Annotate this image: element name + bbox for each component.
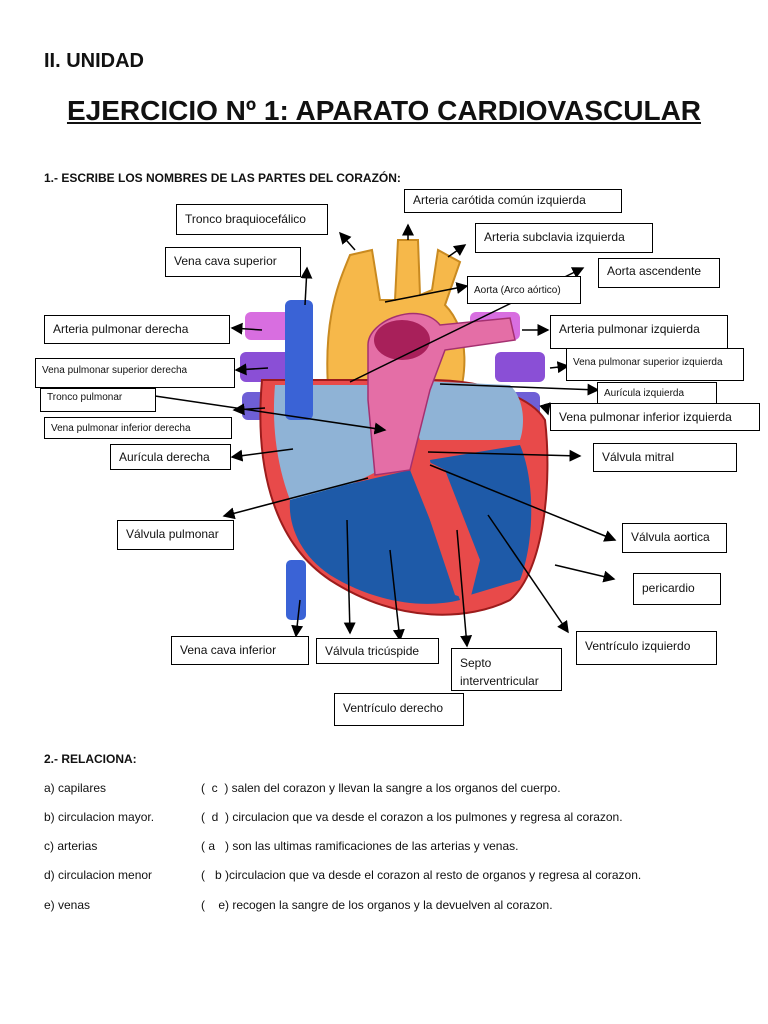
heart-diagram bbox=[154, 223, 617, 648]
label-vena-cava-inferior: Vena cava inferior bbox=[171, 636, 309, 665]
label-ventriculo-derecho: Ventrículo derecho bbox=[334, 693, 464, 726]
vena-cava-inferior-shape bbox=[286, 560, 306, 620]
question-2-heading: 2.- RELACIONA: bbox=[44, 752, 137, 766]
label-arteria-pulmonar-izquierda: Arteria pulmonar izquierda bbox=[550, 315, 728, 349]
label-arteria-pulmonar-derecha: Arteria pulmonar derecha bbox=[44, 315, 230, 344]
relaciona-row: a) capilares ( c ) salen del corazon y l… bbox=[0, 781, 768, 801]
label-auricula-izquierda: Aurícula izquierda bbox=[597, 382, 717, 404]
label-vena-pulmonar-superior-derecha: Vena pulmonar superior derecha bbox=[35, 358, 235, 388]
vena-cava-superior-shape bbox=[285, 300, 313, 420]
label-valvula-mitral: Válvula mitral bbox=[593, 443, 737, 472]
label-aorta-ascendente: Aorta ascendente bbox=[598, 258, 720, 288]
label-valvula-pulmonar: Válvula pulmonar bbox=[117, 520, 234, 550]
arco-textura-shape bbox=[374, 320, 430, 360]
label-vena-cava-superior: Vena cava superior bbox=[165, 247, 301, 277]
relaciona-term: c) arterias bbox=[44, 839, 98, 853]
label-vena-pulmonar-inferior-derecha: Vena pulmonar inferior derecha bbox=[44, 417, 232, 439]
unit-heading: II. UNIDAD bbox=[44, 50, 144, 72]
relaciona-row: d) circulacion menor ( b )circulacion qu… bbox=[0, 868, 768, 888]
label-valvula-tricuspide: Válvula tricúspide bbox=[316, 638, 439, 664]
label-auricula-derecha: Aurícula derecha bbox=[110, 444, 231, 470]
relaciona-answer: ( b )circulacion que va desde el corazon… bbox=[201, 868, 642, 882]
label-tronco-pulmonar: Tronco pulmonar bbox=[40, 388, 156, 412]
label-subclavia: Arteria subclavia izquierda bbox=[475, 223, 653, 253]
label-carotida: Arteria carótida común izquierda bbox=[404, 189, 622, 213]
relaciona-term: e) venas bbox=[44, 898, 91, 912]
label-valvula-aortica: Válvula aortica bbox=[622, 523, 727, 553]
relaciona-answer: ( a ) son las ultimas ramificaciones de … bbox=[201, 839, 519, 853]
label-vena-pulmonar-superior-izquierda: Vena pulmonar superior izquierda bbox=[566, 348, 744, 381]
relaciona-row: e) venas ( e) recogen la sangre de los o… bbox=[0, 898, 768, 918]
label-ventriculo-izquierdo: Ventrículo izquierdo bbox=[576, 631, 717, 665]
label-aorta-arco: Aorta (Arco aórtico) bbox=[467, 276, 581, 304]
ventriculo-derecho-shape bbox=[289, 470, 460, 604]
label-septo-interventricular: Septo interventricular bbox=[451, 648, 562, 691]
relaciona-term: b) circulacion mayor. bbox=[44, 810, 155, 824]
relaciona-term: d) circulacion menor bbox=[44, 868, 153, 882]
relaciona-answer: ( d ) circulacion que va desde el corazo… bbox=[201, 810, 623, 824]
septo-shape bbox=[425, 460, 480, 600]
relaciona-row: c) arterias ( a ) son las ultimas ramifi… bbox=[0, 839, 768, 859]
label-septo-line-1: Septo bbox=[460, 656, 492, 670]
relaciona-term: a) capilares bbox=[44, 781, 107, 795]
relaciona-row: b) circulacion mayor. ( d ) circulacion … bbox=[0, 810, 768, 830]
auricula-izquierda-shape bbox=[400, 380, 523, 440]
question-1-heading: 1.- ESCRIBE LOS NOMBRES DE LAS PARTES DE… bbox=[44, 171, 401, 185]
label-septo-line-2: interventricular bbox=[460, 674, 539, 688]
label-pericardio: pericardio bbox=[633, 573, 721, 605]
relaciona-answer: ( e) recogen la sangre de los organos y … bbox=[201, 898, 553, 912]
label-vena-pulmonar-inferior-izquierda: Vena pulmonar inferior izquierda bbox=[550, 403, 760, 431]
label-tronco-braquiocefalico: Tronco braquiocefálico bbox=[176, 204, 328, 235]
page-title: EJERCICIO Nº 1: APARATO CARDIOVASCULAR bbox=[66, 95, 702, 126]
relaciona-answer: ( c ) salen del corazon y llevan la sang… bbox=[201, 781, 561, 795]
